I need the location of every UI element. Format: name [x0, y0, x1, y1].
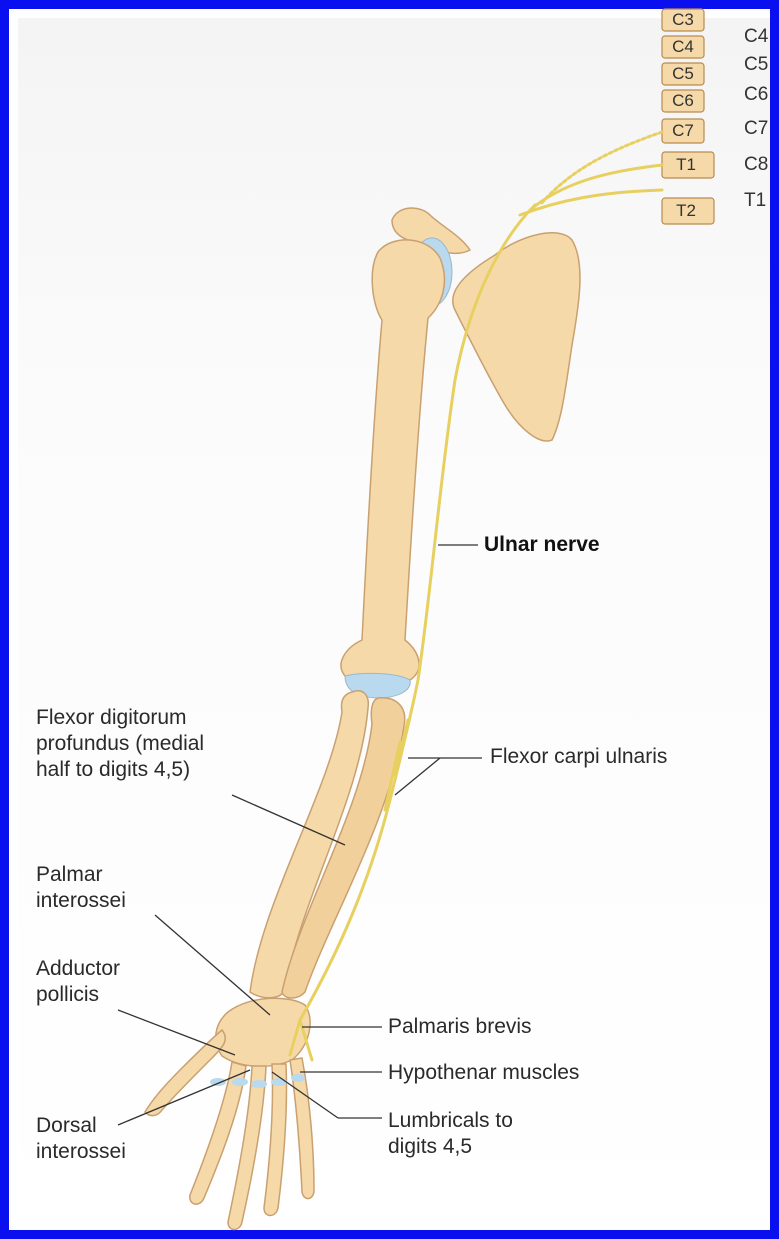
label-lumbricals: Lumbricals to digits 4,5 [388, 1108, 513, 1160]
label-flexor-digitorum-profundus: Flexor digitorum profundus (medial half … [36, 705, 204, 783]
label-adductor-pollicis: Adductor pollicis [36, 956, 120, 1008]
vertebra-c4: C4 [661, 37, 705, 57]
root-label-c7: C7 [744, 118, 768, 140]
label-dorsal-interossei: Dorsal interossei [36, 1113, 126, 1165]
label-ulnar-nerve: Ulnar nerve [484, 532, 600, 558]
vertebra-c5: C5 [661, 64, 705, 84]
scapula [453, 233, 580, 441]
root-label-c6: C6 [744, 84, 768, 106]
vertebra-t2: T2 [664, 201, 708, 221]
root-label-c8: C8 [744, 154, 768, 176]
vertebra-c3: C3 [661, 10, 705, 30]
root-label-t1: T1 [744, 190, 766, 212]
label-hypothenar-muscles: Hypothenar muscles [388, 1060, 579, 1086]
root-label-c5: C5 [744, 54, 768, 76]
humerus [341, 240, 444, 686]
root-label-c4: C4 [744, 26, 768, 48]
label-flexor-carpi-ulnaris: Flexor carpi ulnaris [490, 744, 667, 770]
finger-4 [264, 1064, 287, 1216]
label-palmar-interossei: Palmar interossei [36, 862, 126, 914]
vertebra-c6: C6 [661, 91, 705, 111]
thumb [145, 1030, 225, 1116]
label-palmaris-brevis: Palmaris brevis [388, 1014, 532, 1040]
vertebra-t1: T1 [664, 155, 708, 175]
vertebra-c7: C7 [661, 121, 705, 141]
